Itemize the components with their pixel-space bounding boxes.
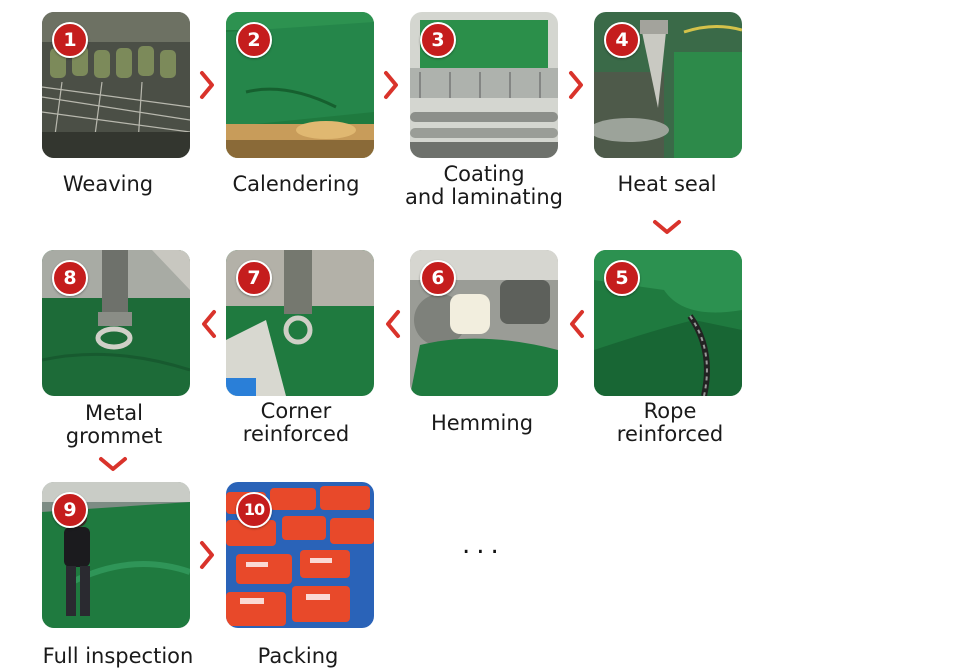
step-number-badge: 9: [52, 492, 88, 528]
step-number-badge: 6: [420, 260, 456, 296]
step-3-label: Coating and laminating: [384, 163, 584, 209]
step-number-badge: 2: [236, 22, 272, 58]
step-number-badge: 3: [420, 22, 456, 58]
arrow-left-icon: [201, 309, 217, 339]
step-6-label: Hemming: [382, 412, 582, 435]
step-8-label: Metal grommet: [14, 402, 214, 448]
step-number-badge: 7: [236, 260, 272, 296]
step-2: 2: [226, 12, 374, 158]
arrow-right-icon: [199, 540, 215, 570]
step-7-label: Corner reinforced: [196, 400, 396, 446]
step-8: 8: [42, 250, 190, 396]
arrow-right-icon: [199, 70, 215, 100]
step-5-label: Rope reinforced: [570, 400, 770, 446]
arrow-right-icon: [383, 70, 399, 100]
step-number-badge: 4: [604, 22, 640, 58]
step-4-label: Heat seal: [567, 173, 767, 196]
arrow-left-icon: [385, 309, 401, 339]
step-4: 4: [594, 12, 742, 158]
step-9-label: Full inspection: [18, 645, 218, 668]
step-2-label: Calendering: [196, 173, 396, 196]
arrow-left-icon: [569, 309, 585, 339]
step-number-badge: 1: [52, 22, 88, 58]
continuation-ellipsis: ...: [462, 530, 505, 560]
step-10: 10: [226, 482, 374, 628]
step-number-badge: 8: [52, 260, 88, 296]
step-5: 5: [594, 250, 742, 396]
step-1: 1: [42, 12, 190, 158]
step-7: 7: [226, 250, 374, 396]
arrow-right-icon: [568, 70, 584, 100]
arrow-down-icon: [652, 219, 682, 235]
step-number-badge: 5: [604, 260, 640, 296]
arrow-down-icon: [98, 456, 128, 472]
step-3: 3: [410, 12, 558, 158]
step-1-label: Weaving: [8, 173, 208, 196]
step-number-badge: 10: [236, 492, 272, 528]
step-6: 6: [410, 250, 558, 396]
step-9: 9: [42, 482, 190, 628]
step-10-label: Packing: [198, 645, 398, 668]
